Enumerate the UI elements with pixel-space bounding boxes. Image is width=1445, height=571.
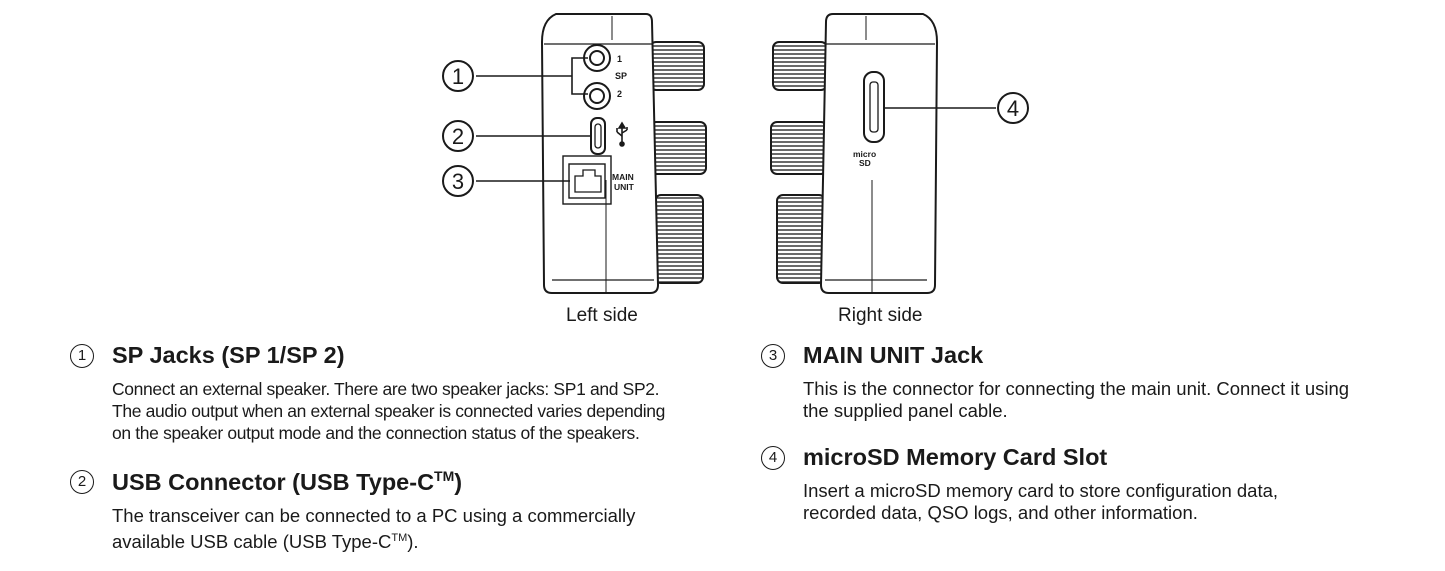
left-side-caption: Left side: [566, 305, 638, 326]
item-description: The transceiver can be connected to a PC…: [112, 504, 636, 552]
item-sp-jacks: 1 SP Jacks (SP 1/SP 2) Connect an extern…: [70, 342, 750, 444]
sd-label: SD: [859, 158, 871, 168]
main-unit-jack: [562, 155, 612, 205]
sp1-label: 1: [617, 54, 622, 64]
right-housing: [819, 13, 939, 294]
item-description: Connect an external speaker. There are t…: [112, 379, 666, 443]
main-label: MAIN: [612, 172, 634, 182]
svg-text:2: 2: [452, 124, 464, 149]
item-title: MAIN UNIT Jack: [803, 342, 984, 368]
connector-diagram: 1 SP 2 MAIN UNIT 1 2 3 micro SD 4: [442, 13, 1029, 294]
right-side-caption: Right side: [838, 305, 923, 326]
callout-3: 3: [442, 165, 474, 197]
unit-label: UNIT: [614, 182, 635, 192]
right-knob-top: [772, 41, 828, 91]
left-knob-top: [649, 41, 705, 91]
left-knob-bottom: [654, 194, 704, 284]
microsd-slot: [863, 71, 885, 143]
item-description: Insert a microSD memory card to store co…: [803, 480, 1279, 523]
svg-text:4: 4: [1007, 96, 1019, 121]
item-title: SP Jacks (SP 1/SP 2): [112, 342, 345, 368]
callout-2: 2: [442, 120, 474, 152]
left-side-unit: [540, 13, 707, 294]
svg-text:1: 1: [452, 64, 464, 89]
micro-label: micro: [853, 149, 876, 159]
item-description: This is the connector for connecting the…: [803, 378, 1350, 421]
usb-icon: [616, 121, 628, 147]
circled-number-icon: 1: [70, 343, 94, 368]
circled-number-icon: 2: [70, 469, 94, 494]
callout-4: 4: [997, 92, 1029, 124]
svg-text:3: 3: [452, 169, 464, 194]
sp-label: SP: [615, 71, 627, 81]
item-main-unit-jack: 3 MAIN UNIT Jack This is the connector f…: [761, 342, 1441, 422]
item-title: microSD Memory Card Slot: [803, 444, 1108, 470]
item-usb-connector: 2 USB Connector (USB Type-CTM) The trans…: [70, 468, 750, 553]
right-knob-bottom: [776, 194, 826, 284]
item-title: USB Connector (USB Type-CTM): [112, 468, 463, 495]
sp2-jack: [583, 82, 611, 110]
right-knob-mid: [770, 121, 828, 175]
circled-number-icon: 3: [761, 343, 785, 368]
right-side-unit: [770, 13, 939, 294]
callout-1: 1: [442, 60, 474, 92]
item-microsd-slot: 4 microSD Memory Card Slot Insert a micr…: [761, 444, 1441, 524]
sp2-label: 2: [617, 89, 622, 99]
left-knob-mid: [649, 121, 707, 175]
circled-number-icon: 4: [761, 445, 785, 470]
